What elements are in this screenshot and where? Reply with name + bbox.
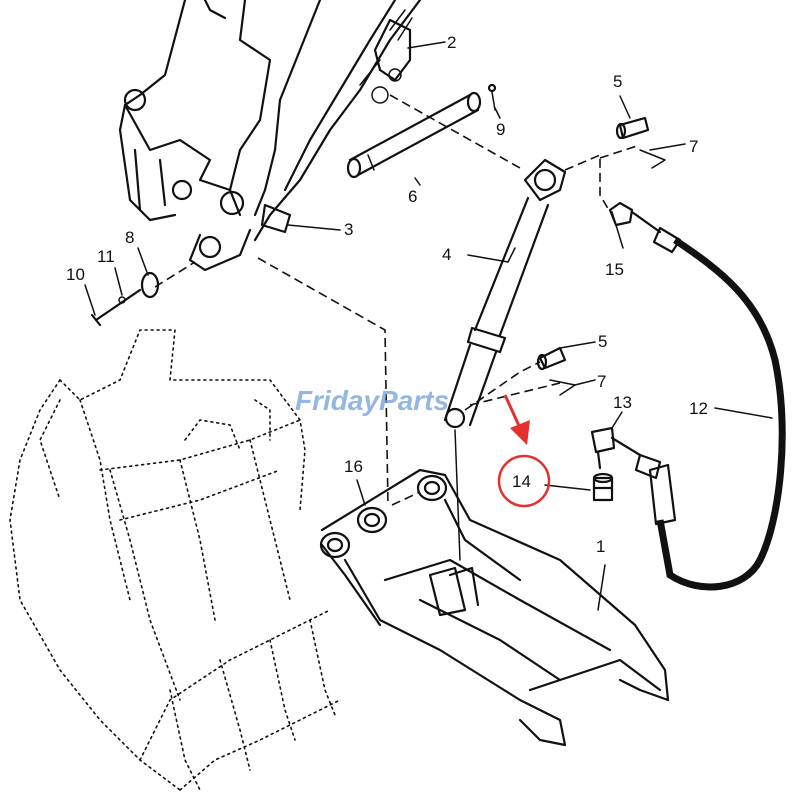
- pin-5-mid: [536, 346, 576, 396]
- highlight-14: [497, 394, 551, 508]
- callout-13: 13: [613, 393, 632, 412]
- callout-9: 9: [496, 120, 505, 139]
- highlight-circle: [497, 454, 551, 508]
- highlight-arrow-shaft: [503, 394, 522, 429]
- callout-5-top: 5: [613, 72, 622, 91]
- assembly-lines: [154, 94, 641, 506]
- bucket: [9, 329, 341, 791]
- callout-7-top: 7: [689, 137, 698, 156]
- callout-8: 8: [125, 228, 134, 247]
- callout-12: 12: [689, 399, 708, 418]
- bolt-9: [487, 83, 497, 111]
- watermark: FridayParts: [295, 385, 449, 416]
- hose-12: [608, 201, 786, 591]
- callout-10: 10: [66, 265, 85, 284]
- leader-lines: [84, 41, 773, 611]
- fitting-14: [592, 472, 614, 502]
- callout-4: 4: [442, 245, 451, 264]
- bushing-16: [356, 506, 388, 534]
- pin-6: [346, 91, 482, 179]
- callout-11: 11: [97, 247, 115, 266]
- callout-7-mid: 7: [597, 372, 606, 391]
- callout-2: 2: [447, 33, 456, 52]
- callout-16: 16: [344, 457, 363, 476]
- washer-8: [90, 271, 160, 327]
- callout-14: 14: [512, 472, 531, 491]
- callout-5-mid: 5: [598, 332, 607, 351]
- cylinder-4: [443, 158, 567, 429]
- boom-arm: [118, 0, 422, 272]
- highlight-arrow-head: [510, 420, 530, 445]
- callout-15: 15: [605, 260, 624, 279]
- callout-1: 1: [596, 537, 605, 556]
- link-1: [319, 429, 670, 747]
- pin-5-top: [615, 116, 666, 169]
- callout-3: 3: [344, 220, 353, 239]
- callout-6: 6: [408, 187, 417, 206]
- callout-labels: 2 3 4 5 7 6 9 15 8 11 10 5 7 13 12 16 14…: [66, 33, 708, 556]
- fitting-13: [590, 426, 642, 470]
